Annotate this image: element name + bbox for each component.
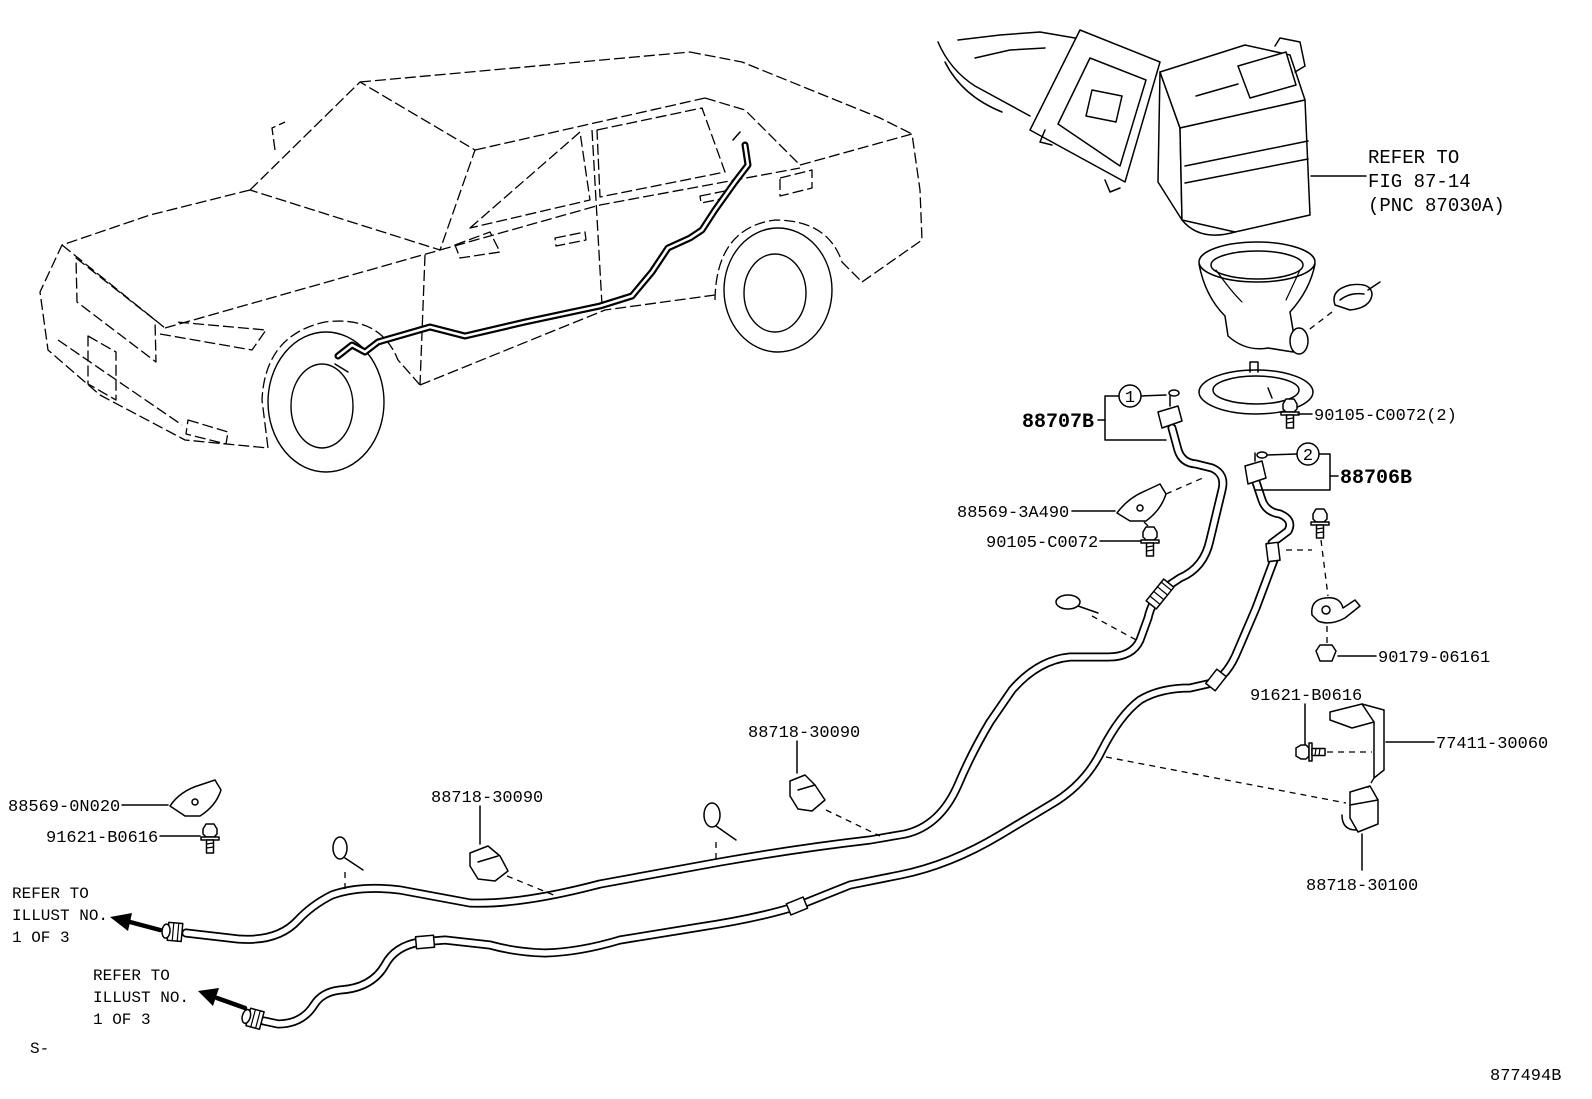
vehicle-ac-pipe-route bbox=[334, 131, 752, 373]
pipe-coupling bbox=[1265, 541, 1281, 563]
part-label-88707b: 88707B bbox=[1022, 411, 1094, 434]
callout-bracket-88707b bbox=[1097, 394, 1167, 441]
bolt-icon bbox=[200, 823, 220, 854]
reference-line: REFER TO bbox=[93, 967, 170, 985]
reference-line: FIG 87-14 bbox=[1368, 171, 1471, 193]
clamp-88569-3a490 bbox=[1116, 483, 1167, 522]
nut-90179-06161 bbox=[1315, 644, 1337, 662]
part-label-88718-30090-upper: 88718-30090 bbox=[748, 724, 860, 743]
part-label-91621-b0616-left: 91621-B0616 bbox=[46, 829, 158, 848]
clamp-88718-30090-upper bbox=[789, 774, 826, 812]
reference-line: REFER TO bbox=[1368, 147, 1459, 169]
pipe-coupling bbox=[414, 934, 436, 950]
zip-tie bbox=[703, 802, 737, 841]
part-label-91621-b0616-right: 91621-B0616 bbox=[1250, 687, 1362, 706]
pipe-end-fitting bbox=[241, 1007, 265, 1030]
callout-number-1: 1 bbox=[1125, 389, 1135, 408]
reference-line: REFER TO bbox=[12, 885, 89, 903]
bolt-icon bbox=[1140, 526, 1160, 557]
reference-line: 1 OF 3 bbox=[93, 1011, 151, 1029]
arrow-left-icon bbox=[198, 988, 248, 1011]
part-label-88718-30100: 88718-30100 bbox=[1306, 877, 1418, 896]
callout-number-2: 2 bbox=[1303, 447, 1313, 466]
reference-note-top: REFER TO FIG 87-14 (PNC 87030A) bbox=[1368, 147, 1505, 217]
front-wheel bbox=[267, 331, 385, 473]
bolt-icon bbox=[1280, 398, 1300, 429]
reference-line: ILLUST NO. bbox=[12, 907, 108, 925]
cooler-pipe-88706b bbox=[259, 477, 1295, 1029]
pipe-coupling bbox=[1145, 578, 1175, 610]
callout-bracket-88706b bbox=[1255, 453, 1339, 491]
pipe-coupling bbox=[785, 896, 809, 916]
rear-wheel bbox=[723, 227, 833, 353]
cooling-unit-housing bbox=[1157, 37, 1311, 236]
bolt-icon bbox=[1310, 508, 1330, 539]
pipe-connector-88707b bbox=[1157, 389, 1183, 429]
cooler-pipe-88707b bbox=[181, 423, 1228, 944]
bracket-77411-30060 bbox=[1329, 703, 1385, 779]
clamp-88718-30090-lower bbox=[469, 845, 509, 882]
part-label-90179-06161: 90179-06161 bbox=[1378, 649, 1490, 668]
duct-panel bbox=[1029, 29, 1161, 193]
part-label-88718-30090-lower: 88718-30090 bbox=[431, 789, 543, 808]
pipe-coupling bbox=[1204, 668, 1228, 692]
zip-tie bbox=[332, 836, 364, 871]
reference-note-left-lower: REFER TO ILLUST NO. 1 OF 3 bbox=[93, 967, 189, 1029]
zip-tie bbox=[1055, 594, 1099, 614]
pipe-connector-88706b bbox=[1244, 451, 1268, 485]
reference-line: ILLUST NO. bbox=[93, 989, 189, 1007]
hose-clamp bbox=[1333, 281, 1381, 311]
part-label-88569-0n020: 88569-0N020 bbox=[8, 798, 120, 817]
part-label-77411-30060: 77411-30060 bbox=[1436, 735, 1548, 754]
illustration-number: 877494B bbox=[1490, 1067, 1561, 1086]
part-label-88569-3a490: 88569-3A490 bbox=[957, 504, 1069, 523]
callout-circle-1: 1 bbox=[1118, 384, 1142, 408]
reference-note-left-upper: REFER TO ILLUST NO. 1 OF 3 bbox=[12, 885, 108, 947]
reference-line: 1 OF 3 bbox=[12, 929, 70, 947]
bolt-icon bbox=[1295, 742, 1326, 762]
pipe-end-fitting bbox=[161, 921, 184, 943]
part-label-90105-c0072-2: 90105-C0072(2) bbox=[1314, 407, 1457, 426]
blower-funnel bbox=[1198, 241, 1316, 355]
clamp-88718-30100 bbox=[1341, 785, 1379, 833]
part-label-90105-c0072: 90105-C0072 bbox=[986, 534, 1098, 553]
body-panel-ribs bbox=[937, 31, 1076, 117]
section-mark: S- bbox=[30, 1040, 49, 1058]
clamp-88569-0n020 bbox=[169, 779, 222, 817]
reference-line: (PNC 87030A) bbox=[1368, 195, 1505, 217]
arrow-left-icon bbox=[110, 913, 163, 933]
cushion-clamp bbox=[1311, 596, 1361, 624]
part-label-88706b: 88706B bbox=[1340, 467, 1412, 490]
vehicle-outline bbox=[39, 51, 923, 449]
callout-circle-2: 2 bbox=[1296, 442, 1320, 466]
